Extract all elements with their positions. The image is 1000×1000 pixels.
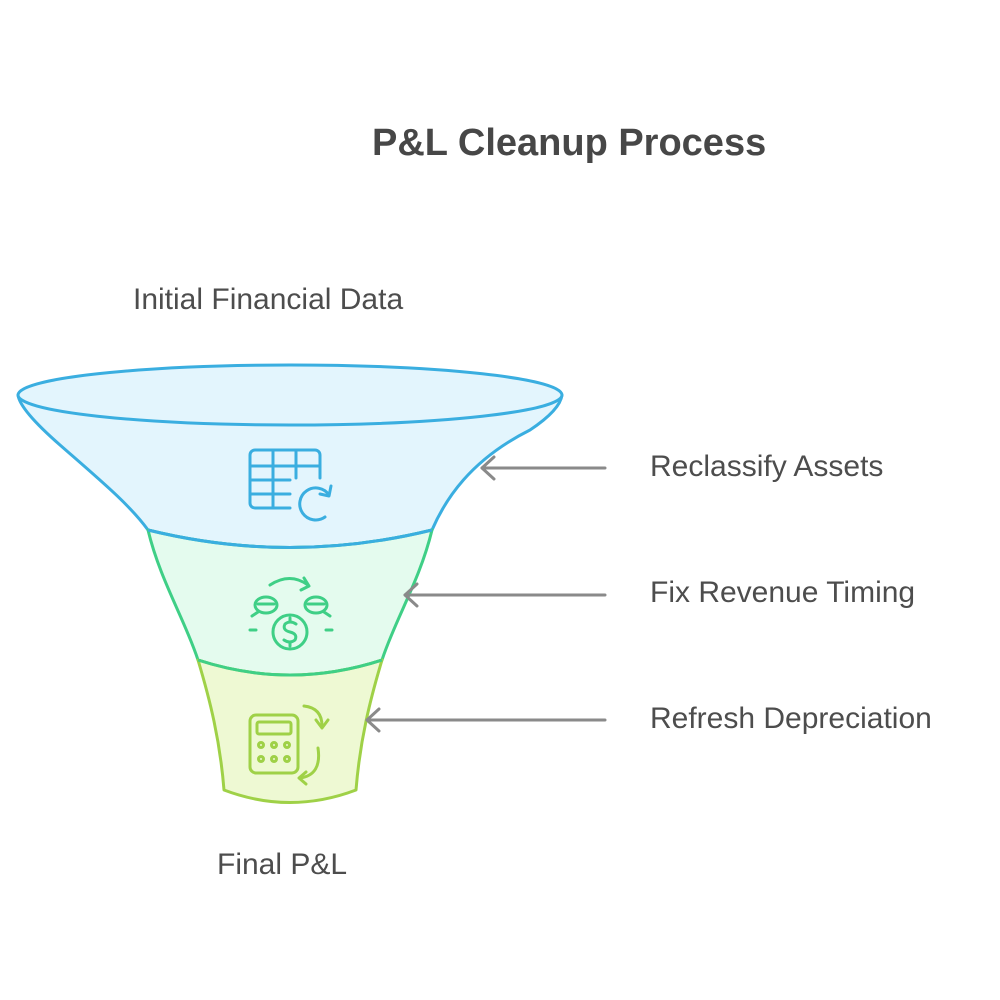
funnel-input-label: Initial Financial Data	[133, 283, 404, 316]
stage-arrows	[365, 455, 607, 733]
arrow-stage-2	[403, 582, 607, 608]
stage-label-fix-revenue-timing: Fix Revenue Timing	[650, 576, 916, 609]
money-cycle-icon	[248, 576, 334, 651]
stage-label-refresh-depreciation: Refresh Depreciation	[650, 702, 932, 735]
calculator-refresh-icon	[248, 704, 330, 786]
spreadsheet-refresh-icon	[248, 448, 333, 522]
funnel-top-rim	[16, 363, 564, 427]
arrow-stage-3	[365, 707, 607, 733]
funnel-stage-2	[146, 528, 434, 677]
diagram-title: P&L Cleanup Process	[372, 122, 767, 164]
funnel-output-label: Final P&L	[217, 848, 348, 881]
stage-label-reclassify-assets: Reclassify Assets	[650, 450, 884, 483]
arrow-stage-1	[480, 455, 607, 481]
